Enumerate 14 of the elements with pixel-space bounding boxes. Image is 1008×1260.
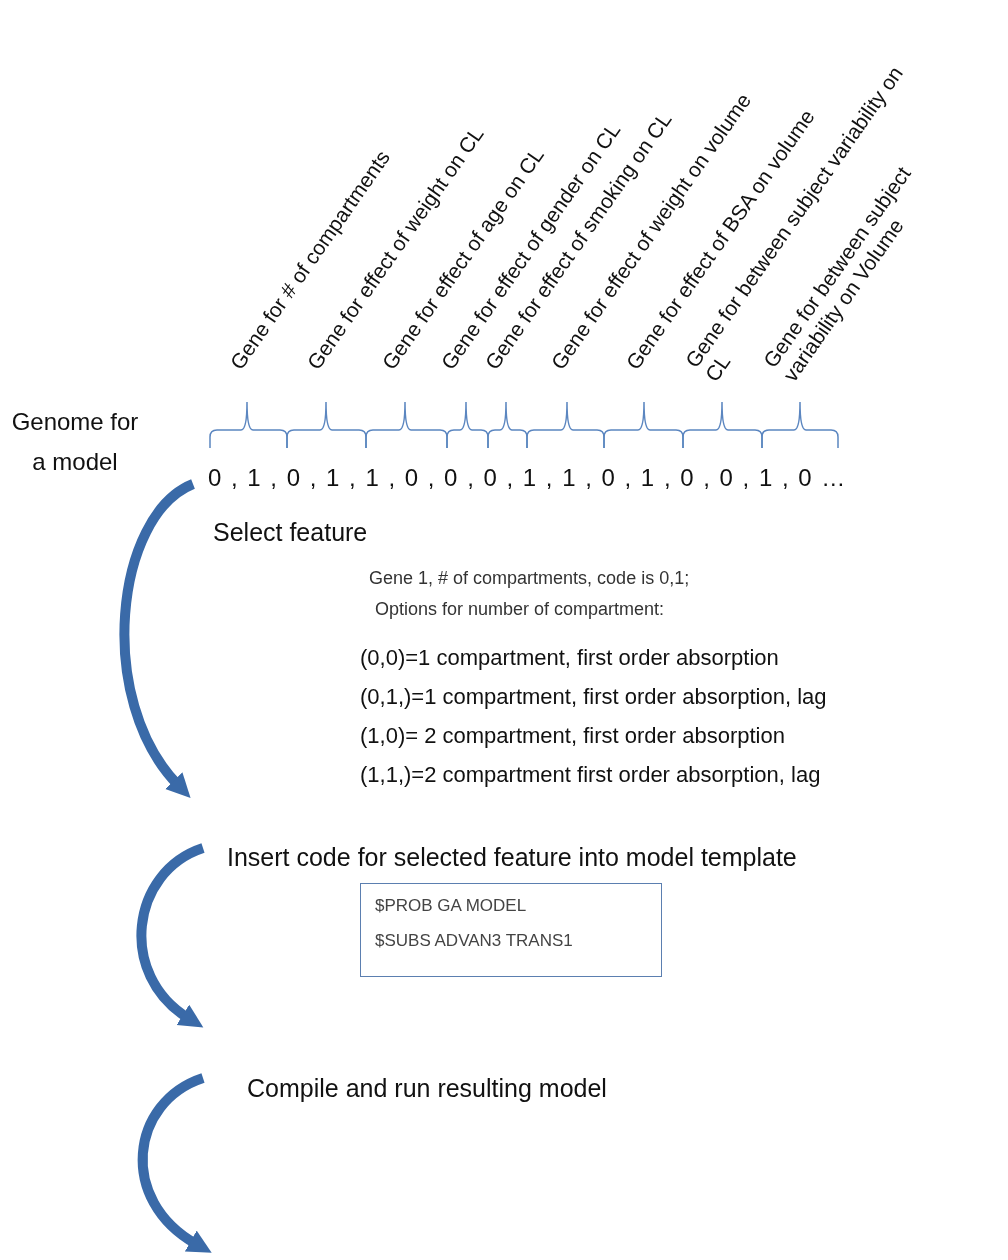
step-label: Compile and run resulting model [247,1073,607,1103]
bit-sequence: 0 , 1 , 0 , 1 , 1 , 0 , 0 , 0 , 1 , 1 , 0 , 1 , 0 , 0 , 1 , 0 … [208,464,847,493]
code-line: $SUBS ADVAN3 TRANS1 [375,931,574,951]
step-label: Select feature [213,517,368,547]
note-text: Options for number of compartment: [375,599,665,621]
note-text: Gene 1, # of compartments, code is 0,1; [369,568,690,590]
option-text: (1,0)= 2 compartment, first order absorption [360,723,785,750]
side-label: Genome for a model [10,407,140,477]
code-line: $PROB GA MODEL [375,896,528,916]
code-box [360,883,662,977]
step-label: Insert code for selected feature into model template [227,842,797,872]
option-text: (0,0)=1 compartment, first order absorption [360,645,779,672]
option-text: (1,1,)=2 compartment first order absorption, lag [360,762,821,789]
option-text: (0,1,)=1 compartment, first order absorption, lag [360,684,827,711]
